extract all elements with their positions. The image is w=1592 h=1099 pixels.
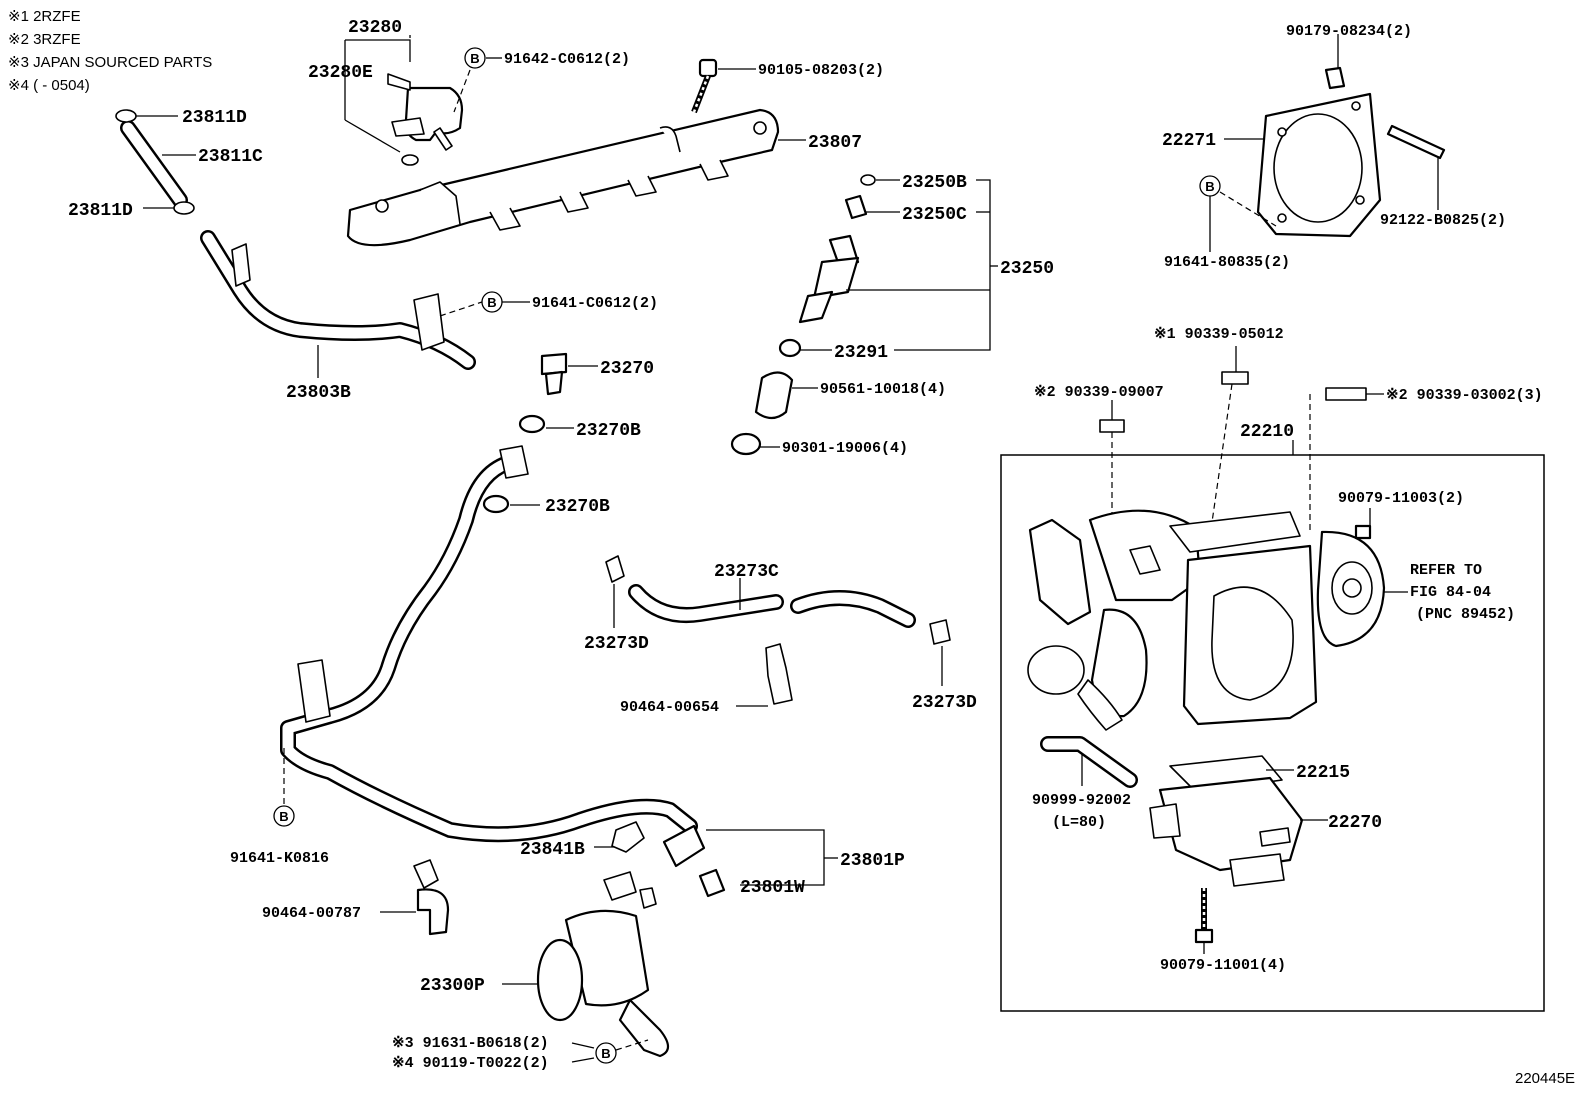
callout-b-91631: B [571, 1039, 649, 1064]
label-refer-fig: FIG 84-04 [1410, 584, 1491, 601]
pulsation-damper-drawing [502, 871, 670, 1058]
pressure-regulator-drawing [387, 73, 464, 166]
note-2: ※2 3RZFE [8, 31, 81, 48]
label-23291: 23291 [834, 343, 888, 363]
label-90339-05012: ※1 90339-05012 [1154, 326, 1284, 343]
label-90301-19006: 90301-19006(4) [782, 440, 908, 457]
gasket-22271-drawing [1209, 34, 1446, 252]
label-90464-00787: 90464-00787 [262, 905, 361, 922]
vacuum-fittings-drawing [1099, 346, 1384, 566]
union-bolt-23270-drawing [482, 352, 598, 514]
label-91641-K0816: 91641-K0816 [230, 850, 329, 867]
clamp-90464-00787-drawing [380, 859, 450, 936]
label-22215: 22215 [1296, 763, 1350, 783]
label-22210: 22210 [1240, 422, 1294, 442]
callout-b-91641-C: B [481, 291, 503, 313]
label-23803B: 23803B [286, 383, 351, 403]
label-23280: 23280 [348, 18, 402, 38]
label-23250B: 23250B [902, 173, 967, 193]
label-92122-B0825: 92122-B0825(2) [1380, 212, 1506, 229]
label-91641-80835: 91641-80835(2) [1164, 254, 1290, 271]
label-23273D-right: 23273D [912, 693, 977, 713]
figure-id: 220445E [1515, 1070, 1575, 1087]
label-91631-B0618: ※3 91631-B0618(2) [392, 1035, 549, 1052]
label-90079-11003: 90079-11003(2) [1338, 490, 1464, 507]
isc-valve-drawing [1149, 755, 1328, 954]
connector-23801W-drawing [698, 868, 726, 898]
hose-90999-drawing [1040, 736, 1138, 788]
injector-drawing [730, 174, 998, 456]
clip-23841B-drawing [594, 821, 645, 853]
label-23273D-left: 23273D [584, 634, 649, 654]
label-23270: 23270 [600, 359, 654, 379]
svg-text:B: B [470, 51, 479, 66]
label-23280E: 23280E [308, 63, 373, 83]
label-90999-length: (L=80) [1052, 814, 1106, 831]
callout-b-91642: B [464, 47, 486, 69]
pressure-regulator-leaders [344, 35, 502, 153]
label-23811D-bottom: 23811D [68, 201, 133, 221]
label-90339-09007: ※2 90339-09007 [1034, 384, 1164, 401]
callout-b-91641-80835: B [1199, 175, 1221, 197]
throttle-body-frame [1000, 454, 1545, 1012]
label-23841B: 23841B [520, 840, 585, 860]
label-23250C: 23250C [902, 205, 967, 225]
label-90079-11001: 90079-11001(4) [1160, 957, 1286, 974]
label-90339-03002: ※2 90339-03002(3) [1386, 387, 1543, 404]
footnotes: ※1 2RZFE ※2 3RZFE ※3 JAPAN SOURCED PARTS… [8, 8, 212, 94]
svg-text:B: B [601, 1046, 610, 1061]
label-90179-08234: 90179-08234(2) [1286, 23, 1412, 40]
label-23273C: 23273C [714, 562, 779, 582]
svg-text:B: B [1205, 179, 1214, 194]
callout-b-91641-K: B [273, 805, 295, 827]
label-22270: 22270 [1328, 813, 1382, 833]
label-91641-C0612: 91641-C0612(2) [532, 295, 658, 312]
label-23300P: 23300P [420, 976, 485, 996]
label-91642-C0612: 91642-C0612(2) [504, 51, 630, 68]
label-23811D-top: 23811D [182, 108, 247, 128]
note-1: ※1 2RZFE [8, 8, 81, 25]
throttle-body-drawing [1027, 508, 1386, 731]
svg-text:B: B [487, 295, 496, 310]
fuel-main-line-drawing [280, 445, 838, 886]
label-23270B-1: 23270B [576, 421, 641, 441]
label-23801P: 23801P [840, 851, 905, 871]
note-3: ※3 JAPAN SOURCED PARTS [8, 54, 212, 71]
label-23807: 23807 [808, 133, 862, 153]
delivery-pipe-drawing [346, 108, 806, 247]
label-23801W: 23801W [740, 878, 805, 898]
hose-23273C-drawing [605, 555, 951, 707]
label-90561-10018: 90561-10018(4) [820, 381, 946, 398]
hose-23811-drawing [115, 109, 196, 215]
label-refer-pnc: (PNC 89452) [1416, 606, 1515, 623]
fuel-pipe-23803B-drawing [200, 230, 483, 378]
label-90464-00654: 90464-00654 [620, 699, 719, 716]
label-90105-08203: 90105-08203(2) [758, 62, 884, 79]
note-4: ※4 ( - 0504) [8, 77, 90, 94]
bolt-90105-drawing [691, 58, 756, 114]
label-refer-to: REFER TO [1410, 562, 1482, 579]
label-23270B-2: 23270B [545, 497, 610, 517]
label-90119-T0022: ※4 90119-T0022(2) [392, 1055, 549, 1072]
label-23250: 23250 [1000, 259, 1054, 279]
label-23811C: 23811C [198, 147, 263, 167]
label-90999-92002: 90999-92002 [1032, 792, 1131, 809]
svg-text:B: B [279, 809, 288, 824]
label-22271: 22271 [1162, 131, 1216, 151]
